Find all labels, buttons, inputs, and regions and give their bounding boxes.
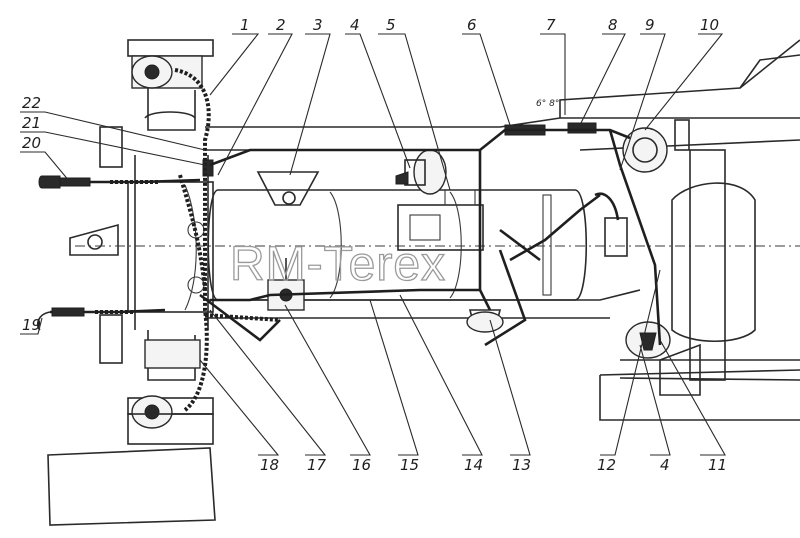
callout-16: 16 [352,456,371,474]
callout-10: 10 [700,16,719,34]
callout-13: 13 [512,456,531,474]
callout-11: 11 [708,456,727,474]
callout-20: 20 [22,134,41,152]
callout-labels: 1 2 3 4 5 6 7 8 9 10 22 21 20 19 18 17 1… [22,16,727,474]
air-lines [36,68,662,412]
leader-lines [20,33,726,456]
callout-21: 21 [22,114,41,132]
callout-18: 18 [260,456,279,474]
callout-4-bottom: 4 [660,456,670,474]
callout-1: 1 [240,16,250,34]
callout-22: 22 [22,94,41,112]
callout-8: 8 [608,16,618,34]
callout-2: 2 [276,16,286,34]
callout-7: 7 [546,16,556,34]
callout-12: 12 [597,456,616,474]
couplings [38,175,91,317]
callout-6: 6 [467,16,477,34]
callout-19: 19 [22,316,41,334]
callout-4-top: 4 [350,16,360,34]
callout-5: 5 [386,16,396,34]
callout-9: 9 [645,16,655,34]
callout-17: 17 [307,456,327,474]
angle-note: 6° 8° [536,99,559,109]
rear-axle [599,39,800,421]
callout-14: 14 [464,456,483,474]
callout-3: 3 [313,16,323,34]
callout-15: 15 [400,456,419,474]
watermark-text: RM-Terex [230,238,446,291]
